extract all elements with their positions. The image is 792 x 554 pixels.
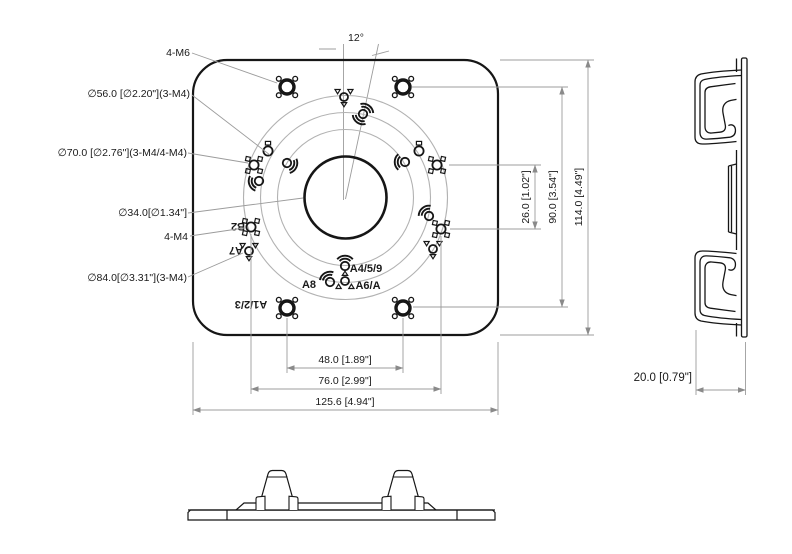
hole-cluster-m6 [390, 295, 416, 321]
bolt-circle-70 [259, 111, 432, 284]
hole-cluster-square [244, 155, 264, 175]
callout-4-m6: 4-M6 [166, 47, 190, 59]
adapter-label-a7: A7 [229, 244, 243, 256]
adapter-label-a8: A8 [302, 279, 316, 291]
callout-d84: ∅84.0[∅3.31"](3-M4) [87, 272, 187, 284]
adapter-label-a459: A4/5/9 [350, 263, 382, 275]
dim-125: 125.6 [4.94"] [315, 396, 374, 408]
angle-tick-right [371, 50, 390, 56]
bolt-circle-56 [276, 128, 415, 267]
hole-cluster-m6 [390, 74, 416, 100]
callout-d34: ∅34.0[∅1.34"] [118, 207, 187, 219]
side-top-bracket [694, 69, 742, 145]
bottom-post-right [381, 469, 425, 511]
plate-outline [191, 58, 500, 337]
bottom-platform [235, 502, 437, 511]
dim-26: 26.0 [1.02"] [520, 170, 532, 223]
callout-d70: ∅70.0 [∅2.76"](3-M4/4-M4) [58, 147, 187, 159]
side-view: 20.0 [0.79"] [634, 57, 748, 395]
dim-20: 20.0 [0.79"] [634, 372, 692, 384]
side-back-plate [740, 57, 748, 338]
dim-right-group: 26.0 [1.02"] 90.0 [3.54"] 114.0 [4.49"] [412, 59, 594, 336]
dim-90: 90.0 [3.54"] [547, 170, 559, 223]
front-view: B2 A7 A1/2/3 A8 A4/5/9 A6/A 4-M6 ∅56.0 [… [58, 32, 594, 415]
hole-cluster-arc [247, 172, 266, 192]
adapter-label-b2: B2 [231, 220, 245, 232]
callout-d56: ∅56.0 [∅2.20"](3-M4) [87, 88, 190, 100]
callout-angle-12: 12° [348, 32, 364, 44]
hole-cluster-triangle [334, 88, 354, 108]
side-bottom-bracket [694, 250, 742, 326]
dim-48: 48.0 [1.89"] [318, 354, 371, 366]
adapter-label-a6a: A6/A [355, 280, 380, 292]
hole-cluster-m6 [274, 295, 300, 321]
leader-lines [187, 52, 304, 278]
dim-depth-group: 20.0 [0.79"] [634, 330, 746, 395]
dim-76: 76.0 [2.99"] [318, 375, 371, 387]
callout-4-m4: 4-M4 [164, 231, 188, 243]
dim-bottom-group: 48.0 [1.89"] 76.0 [2.99"] 125.6 [4.94"] [192, 234, 499, 415]
bottom-base-slab [187, 509, 496, 521]
hole-cluster-m6 [274, 74, 300, 100]
hole-cluster-square [431, 219, 451, 239]
center-hole-34 [303, 155, 388, 240]
bottom-view [187, 469, 496, 521]
dim-114: 114.0 [4.49"] [573, 168, 585, 226]
bolt-circle-84 [242, 94, 449, 301]
bottom-post-left [255, 469, 299, 511]
hole-cluster-square [427, 155, 447, 175]
hole-cluster-cap [413, 140, 425, 157]
